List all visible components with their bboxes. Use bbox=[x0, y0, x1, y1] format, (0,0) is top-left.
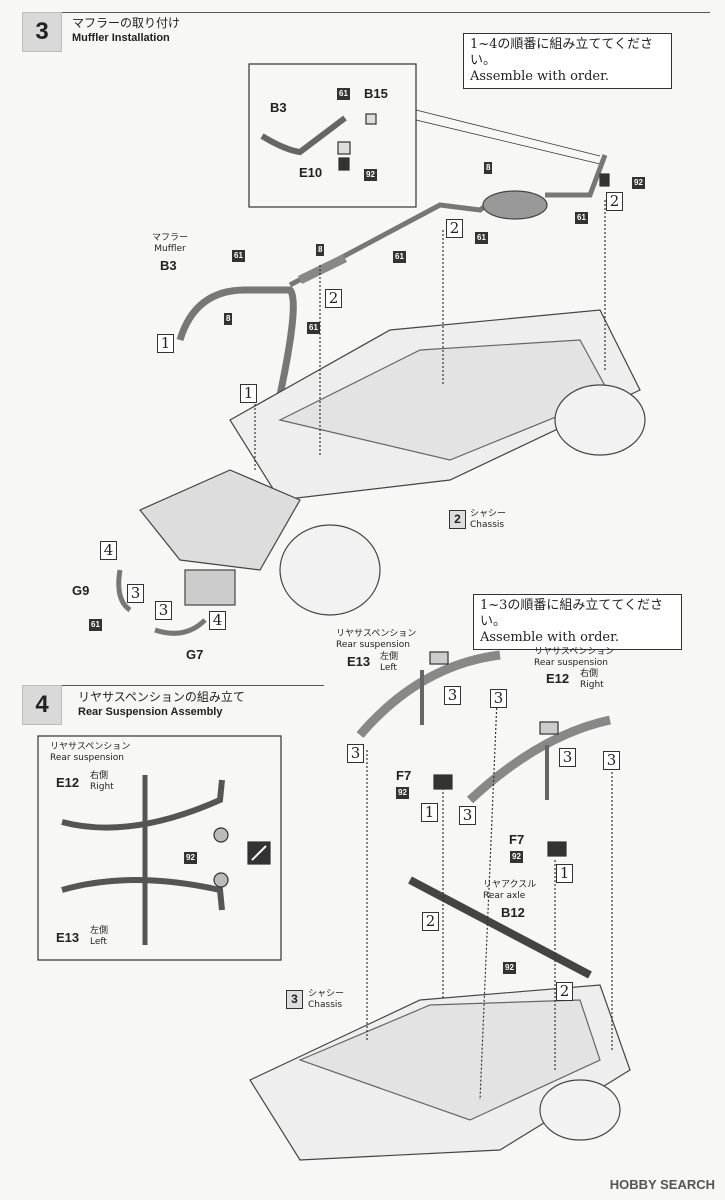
order-2: 2 bbox=[422, 912, 439, 931]
tag-8: 8 bbox=[224, 313, 233, 325]
rear-suspension-label: リヤサスペンション Rear suspension bbox=[336, 629, 417, 650]
tag-8: 8 bbox=[484, 162, 493, 174]
order-2: 2 bbox=[556, 982, 573, 1001]
rear-suspension-label: リヤサスペンション Rear suspension bbox=[534, 647, 615, 668]
order-note-en: Assemble with order. bbox=[470, 69, 610, 84]
order-3: 3 bbox=[559, 748, 576, 767]
right-side-label: 右側 Right bbox=[580, 669, 604, 690]
left-side-label: 左側 Left bbox=[90, 926, 109, 947]
tag-61: 61 bbox=[393, 251, 406, 263]
order-2: 2 bbox=[606, 192, 623, 211]
part-g7: G7 bbox=[186, 647, 204, 662]
tag-61: 61 bbox=[575, 212, 588, 224]
tag-92: 92 bbox=[632, 177, 645, 189]
order-note-en: Assemble with order. bbox=[480, 630, 620, 645]
order-3: 3 bbox=[444, 686, 461, 705]
right-side-label: 右側 Right bbox=[90, 771, 114, 792]
detail-inset-frame bbox=[248, 63, 417, 208]
step-title-en: Muffler Installation bbox=[72, 32, 170, 44]
order-note-jp: 1~4の順番に組み立ててください。 bbox=[470, 37, 654, 68]
part-b3-detail: B3 bbox=[270, 100, 287, 115]
part-e13: E13 bbox=[347, 654, 371, 669]
chassis-label: シャシー Chassis bbox=[308, 989, 345, 1010]
step-title-jp: リヤサスペンションの組み立て bbox=[78, 690, 245, 704]
tag-61: 61 bbox=[89, 619, 102, 631]
order-3: 3 bbox=[347, 744, 364, 763]
order-3: 3 bbox=[155, 601, 172, 620]
order-3: 3 bbox=[459, 806, 476, 825]
tag-8: 8 bbox=[316, 244, 325, 256]
header-rule bbox=[62, 685, 324, 686]
tag-61-detail: 61 bbox=[337, 88, 350, 100]
tag-92: 92 bbox=[396, 787, 409, 799]
order-2: 2 bbox=[325, 289, 342, 308]
part-e13-inset: E13 bbox=[56, 930, 80, 945]
chassis-step-ref: 2 bbox=[449, 510, 466, 529]
order-1: 1 bbox=[240, 384, 257, 403]
order-note-jp: 1~3の順番に組み立ててください。 bbox=[480, 598, 664, 629]
step-number-4: 4 bbox=[22, 685, 62, 725]
order-note: 1~4の順番に組み立ててください。 Assemble with order. bbox=[463, 33, 672, 89]
tag-61: 61 bbox=[307, 322, 320, 334]
order-4: 4 bbox=[209, 611, 226, 630]
order-4: 4 bbox=[100, 541, 117, 560]
header-rule bbox=[62, 12, 710, 13]
step-title-en: Rear Suspension Assembly bbox=[78, 706, 223, 718]
order-note: 1~3の順番に組み立ててください。 Assemble with order. bbox=[473, 594, 682, 650]
step-title-jp: マフラーの取り付け bbox=[72, 16, 181, 30]
part-b3: B3 bbox=[160, 258, 177, 273]
part-g9: G9 bbox=[72, 583, 90, 598]
order-2: 2 bbox=[446, 219, 463, 238]
part-f7: F7 bbox=[396, 768, 412, 783]
order-1: 1 bbox=[157, 334, 174, 353]
step-number-3: 3 bbox=[22, 12, 62, 52]
part-e12: E12 bbox=[546, 671, 570, 686]
tag-92-detail: 92 bbox=[364, 169, 377, 181]
chassis-label: シャシー Chassis bbox=[470, 509, 507, 530]
chassis-step-ref: 3 bbox=[286, 990, 303, 1009]
watermark: HOBBY SEARCH bbox=[609, 1177, 715, 1192]
tag-92: 92 bbox=[503, 962, 516, 974]
tag-61: 61 bbox=[475, 232, 488, 244]
part-b15: B15 bbox=[364, 86, 388, 101]
order-3: 3 bbox=[490, 689, 507, 708]
order-3: 3 bbox=[603, 751, 620, 770]
rear-axle-label: リヤアクスル Rear axle bbox=[483, 880, 537, 901]
tag-92: 92 bbox=[184, 852, 197, 864]
part-f7: F7 bbox=[509, 832, 525, 847]
tag-61: 61 bbox=[232, 250, 245, 262]
order-3: 3 bbox=[127, 584, 144, 603]
tag-92: 92 bbox=[510, 851, 523, 863]
part-b12: B12 bbox=[501, 905, 525, 920]
left-side-label: 左側 Left bbox=[380, 652, 399, 673]
part-e12-inset: E12 bbox=[56, 775, 80, 790]
part-e10: E10 bbox=[299, 165, 323, 180]
order-1: 1 bbox=[421, 803, 438, 822]
muffler-label: マフラー Muffler bbox=[152, 233, 189, 254]
inset-title: リヤサスペンション Rear suspension bbox=[50, 742, 131, 763]
order-1: 1 bbox=[556, 864, 573, 883]
inset-frame bbox=[37, 735, 282, 961]
